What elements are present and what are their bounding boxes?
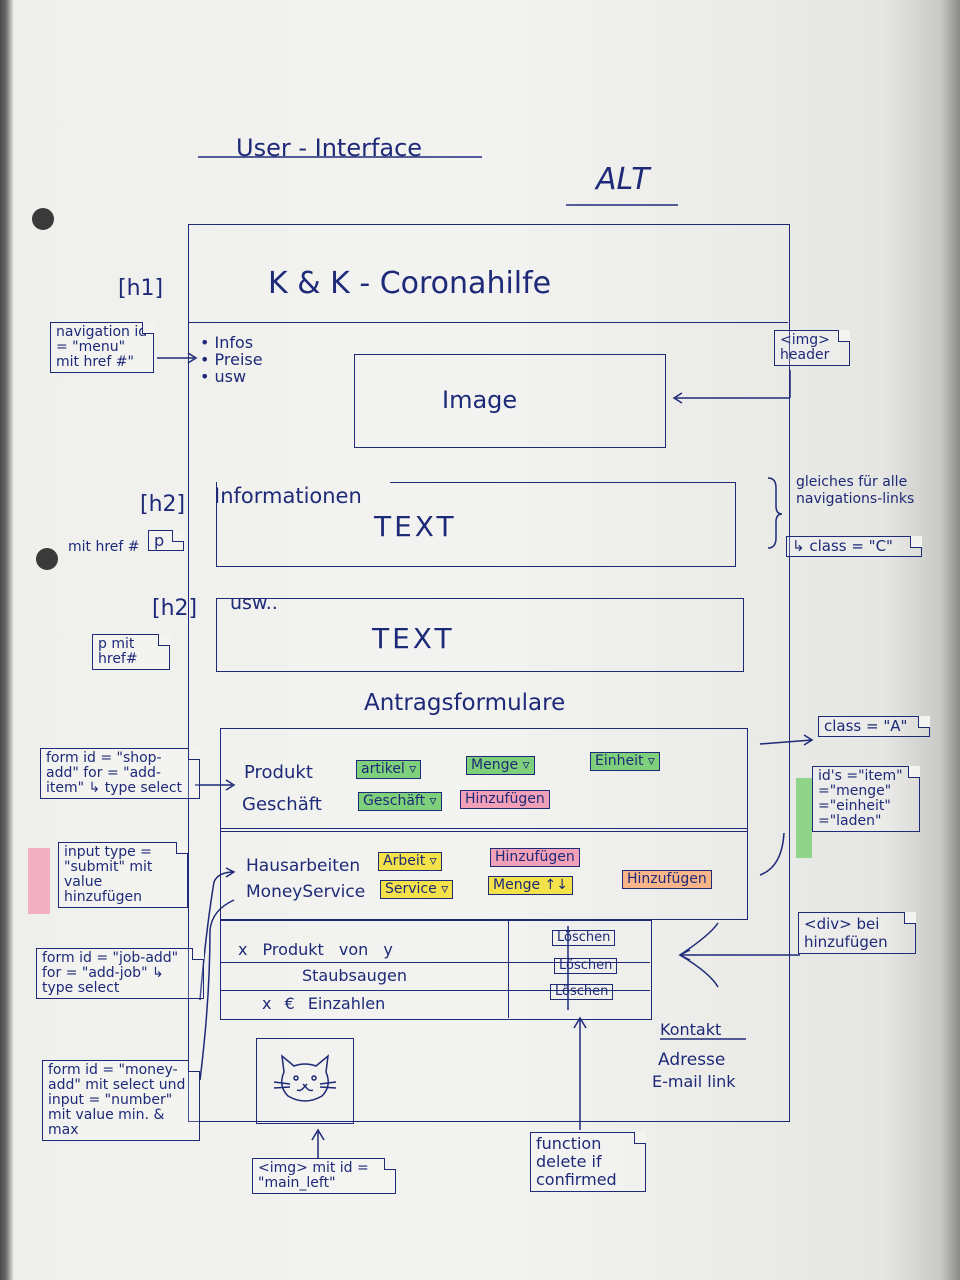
- note-div-bei: <div> bei hinzufügen: [798, 912, 916, 954]
- note-ids: id's ="item" ="menge" ="einheit" ="laden…: [812, 766, 920, 832]
- geschaeft-select[interactable]: Geschäft ▿: [358, 792, 442, 811]
- einheit-select[interactable]: Einheit ▿: [590, 752, 660, 771]
- note-gleiches: gleiches für alle navigations-links: [796, 474, 915, 507]
- forms-heading: Antragsformulare: [364, 690, 566, 716]
- menge-number-input[interactable]: Menge ↑↓: [488, 876, 573, 895]
- list-row-2-item: Staubsaugen: [302, 966, 407, 985]
- punch-hole-middle: [36, 548, 58, 570]
- note-form-shop: form id = "shop-add" for = "add-item" ↳ …: [40, 748, 200, 799]
- section1-text: TEXT: [374, 510, 457, 543]
- page-title: User - Interface: [236, 134, 423, 162]
- note-p-mit: mit href #: [68, 539, 140, 555]
- section2-text-box: [216, 598, 744, 672]
- header-bar: [188, 258, 788, 323]
- arbeit-select[interactable]: Arbeit ▿: [378, 852, 442, 871]
- pink-highlight-marker: [28, 848, 50, 914]
- section1-text-box: [216, 482, 736, 567]
- menge-select[interactable]: Menge ▿: [466, 756, 535, 775]
- artikel-select[interactable]: artikel ▿: [356, 760, 422, 779]
- job-add-button[interactable]: Hinzufügen: [490, 848, 580, 867]
- job-row1-label: Hausarbeiten: [246, 856, 361, 876]
- note-class-c: ↳ class = "C": [786, 536, 922, 557]
- job-row2-label: MoneyService: [246, 882, 366, 902]
- nav-menu: • Infos • Preise • usw: [200, 334, 263, 385]
- section2-tag: [h2]: [152, 596, 198, 621]
- job-form: [220, 828, 748, 920]
- shop-row2-label: Geschäft: [242, 794, 322, 815]
- section2-heading: usw..: [230, 592, 278, 614]
- note-form-job: form id = "job-add" for = "add-job" ↳ ty…: [36, 948, 204, 999]
- section2-text: TEXT: [372, 622, 455, 655]
- list-col-divider: [508, 920, 509, 1018]
- contact-title: Kontakt: [660, 1020, 722, 1039]
- cat-icon: [273, 1054, 337, 1102]
- shop-add-button[interactable]: Hinzufügen: [460, 790, 550, 809]
- note-input-submit: input type = "submit" mit value hinzufüg…: [58, 842, 188, 908]
- contact-address: Adresse: [658, 1050, 726, 1070]
- list-row-divider-2: [220, 990, 650, 991]
- list-row-3-delete-button[interactable]: Löschen: [550, 984, 614, 1000]
- nav-item-usw[interactable]: • usw: [200, 367, 247, 386]
- note-form-money: form id = "money-add" mit select und inp…: [42, 1060, 200, 1141]
- shop-row1-label: Produkt: [244, 762, 313, 783]
- header-image-label: Image: [442, 386, 518, 414]
- note-img-main-left: <img> mit id = "main_left": [252, 1158, 396, 1194]
- main-left-image: [256, 1038, 354, 1124]
- list-row-1-delete-button[interactable]: Löschen: [552, 930, 616, 946]
- note-navigation: navigation id = "menu" mit href #": [50, 322, 154, 373]
- service-select[interactable]: Service ▿: [380, 880, 454, 899]
- note-p-mit-href: p mit href#: [92, 634, 170, 670]
- site-title: K & K - Coronahilfe: [268, 266, 552, 301]
- note-class-a: class = "A": [818, 716, 930, 737]
- h1-tag: [h1]: [118, 276, 164, 301]
- green-highlight-marker: [796, 778, 812, 858]
- header-image: [354, 354, 666, 448]
- section1-text-box-top: [390, 482, 736, 483]
- items-list: [220, 920, 652, 1020]
- section1-heading: Informationen: [214, 484, 362, 508]
- nav-item-infos[interactable]: • Infos: [200, 333, 254, 352]
- version-tag: ALT: [596, 162, 650, 197]
- money-add-button[interactable]: Hinzufügen: [622, 870, 712, 889]
- list-row-1-item: x Produkt von y: [238, 940, 393, 959]
- note-p: p: [148, 530, 184, 551]
- contact-email-link[interactable]: E-mail link: [652, 1072, 736, 1091]
- mockup-frame: [188, 224, 790, 1122]
- list-row-2-delete-button[interactable]: Löschen: [554, 958, 618, 974]
- note-function-delete: function delete if confirmed: [530, 1132, 646, 1192]
- shop-form: [220, 728, 748, 832]
- list-row-divider-1: [220, 962, 650, 963]
- section1-tag: [h2]: [140, 492, 186, 517]
- list-row-3-item: x € Einzahlen: [262, 994, 386, 1013]
- nav-item-preise[interactable]: • Preise: [200, 350, 263, 369]
- punch-hole-top: [32, 208, 54, 230]
- note-img-header: <img> header: [774, 330, 850, 366]
